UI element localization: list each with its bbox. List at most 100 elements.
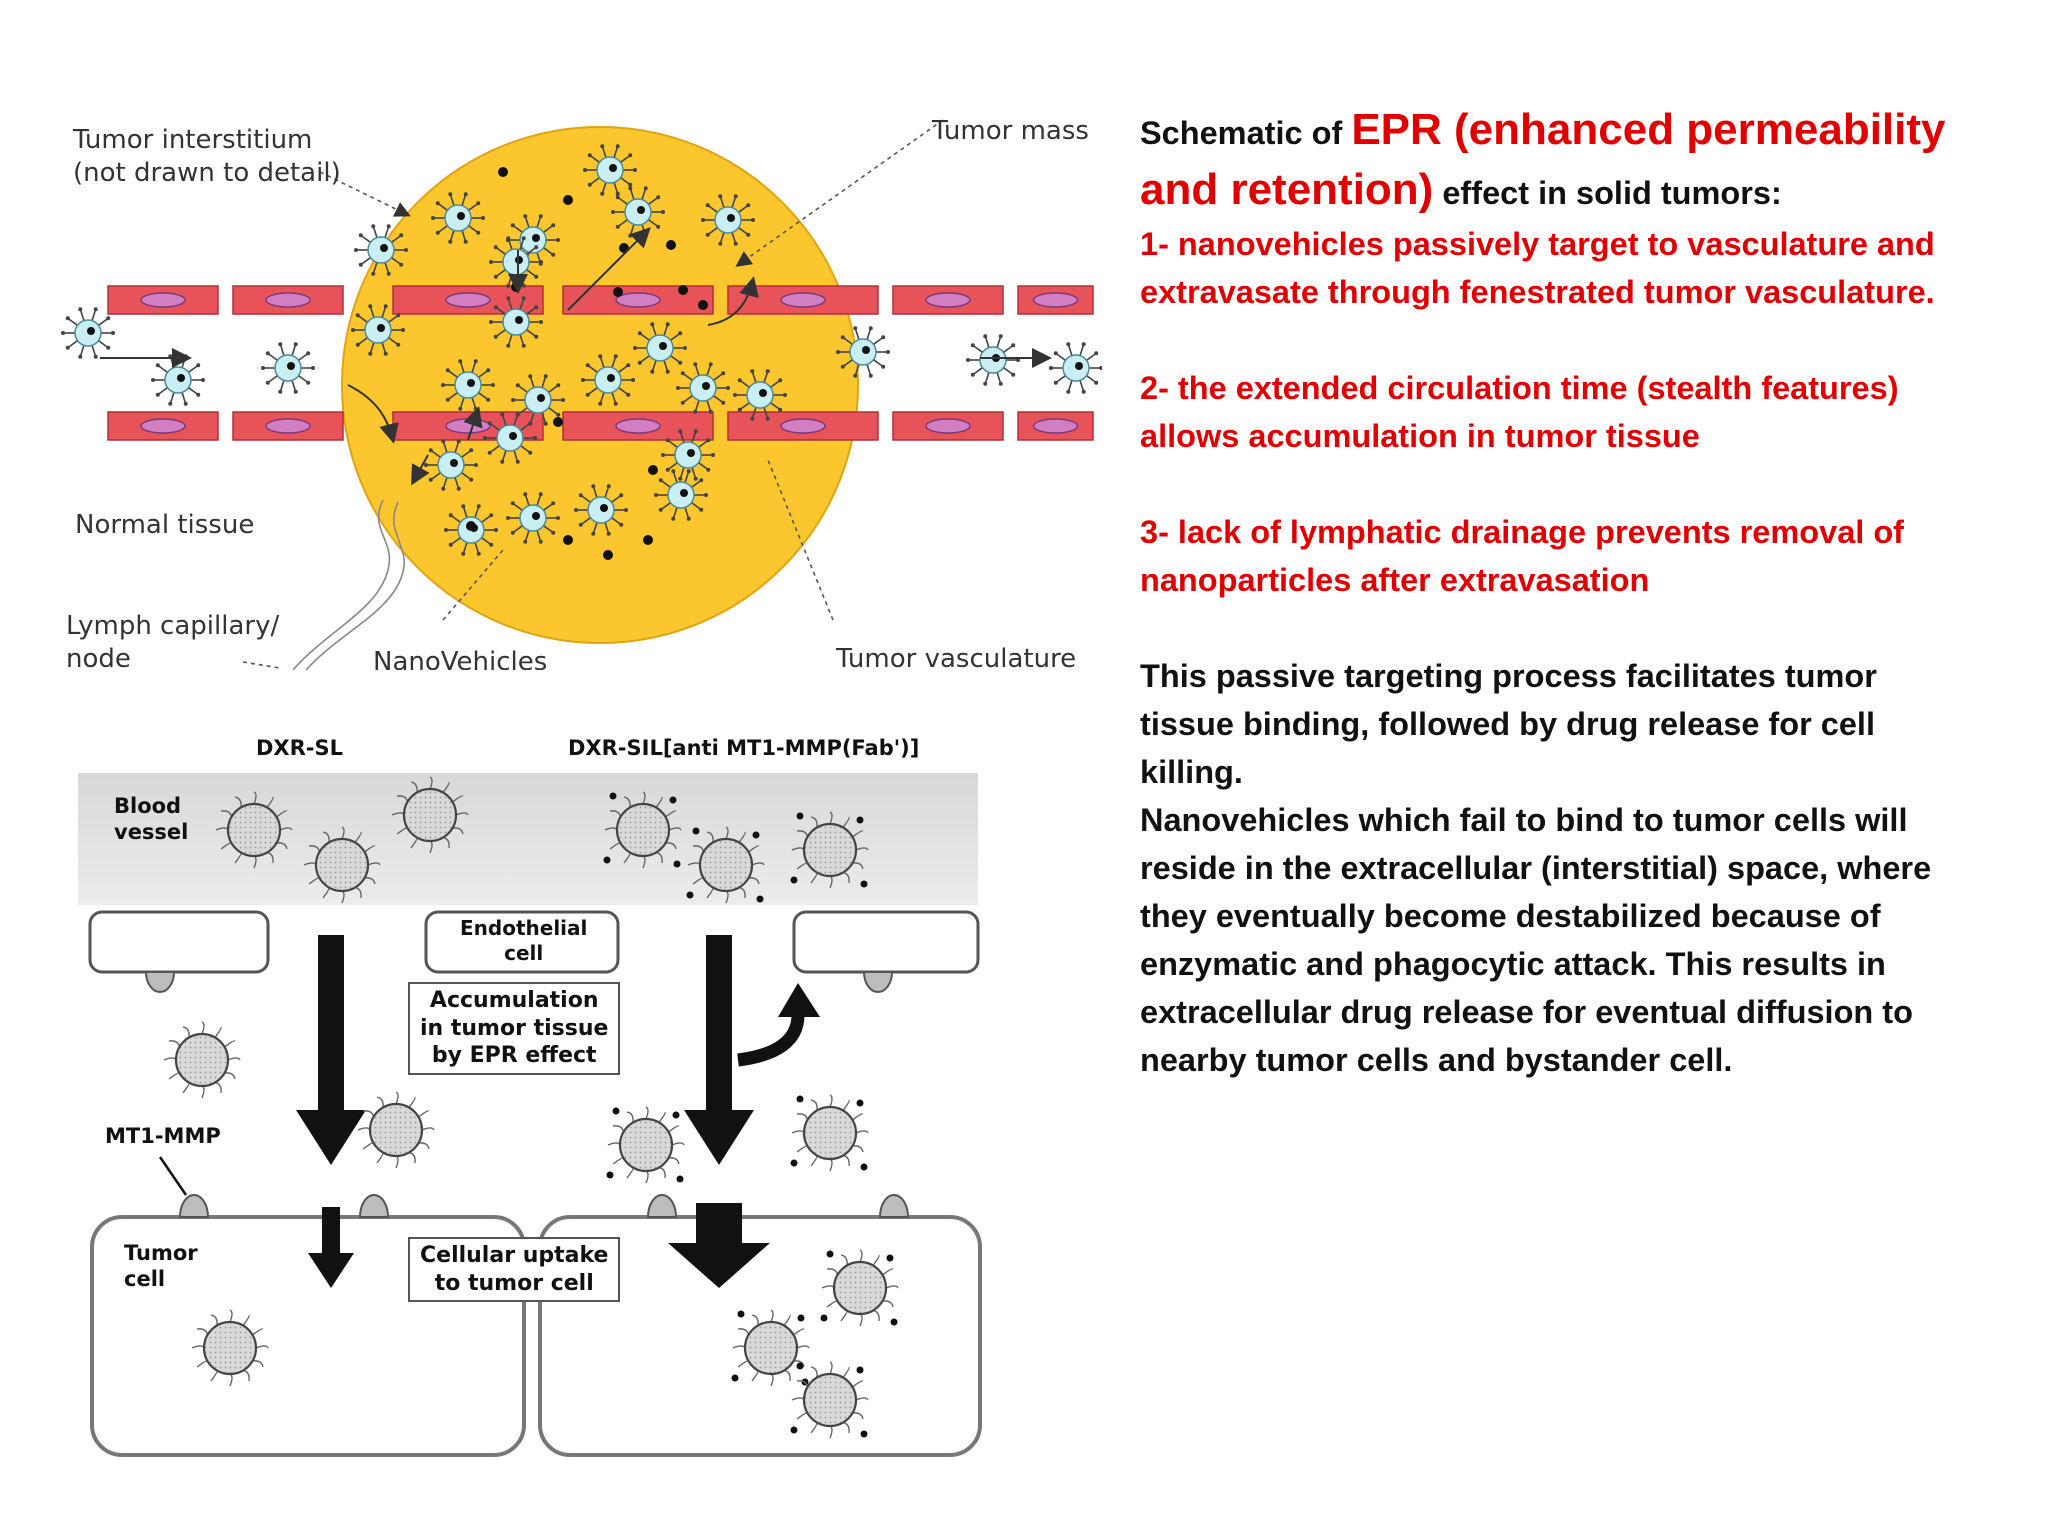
nanovehicle-tip <box>693 476 698 481</box>
peg-chain <box>266 796 274 808</box>
nanovehicle-tip <box>1081 342 1086 347</box>
nanovehicle-spike <box>599 391 606 404</box>
immunoliposome <box>790 1361 869 1439</box>
peg-chain <box>645 1170 649 1184</box>
nanovehicle-spike <box>617 386 628 395</box>
peg-chain <box>668 1157 680 1165</box>
nanovehicle-spike <box>169 391 176 404</box>
nanovehicle-core <box>377 324 385 332</box>
drug-dot <box>563 195 573 205</box>
nanovehicle-spike <box>603 486 610 499</box>
paragraph-passive-targeting: This passive targeting process facilitat… <box>1140 658 1877 790</box>
nanovehicle-spike <box>672 506 679 519</box>
nanovehicle-tip <box>598 354 603 359</box>
nanovehicle-spike <box>618 197 629 206</box>
peg-chain <box>810 1366 818 1378</box>
nanovehicle-core <box>537 394 545 402</box>
nanovehicle-tip <box>489 260 493 264</box>
nanovehicle-tip <box>778 378 783 383</box>
nanovehicle-spike <box>843 337 854 346</box>
nanovehicle-tip <box>551 223 556 228</box>
nanovehicle-tip <box>261 366 265 370</box>
nanovehicle-tip <box>1053 380 1058 385</box>
nanovehicle-tip <box>765 416 770 421</box>
nanovehicle-tip <box>493 305 498 310</box>
nanovehicle-spike <box>617 365 628 374</box>
nanovehicle-tip <box>671 516 676 521</box>
nanovehicle-tip <box>383 351 388 356</box>
nanovehicle-tip <box>521 236 526 241</box>
nanovehicle-tip <box>533 436 537 440</box>
nanovehicle-tip <box>711 453 715 457</box>
fab-fragment <box>737 1310 745 1318</box>
nanovehicle-spike <box>438 224 449 233</box>
nanovehicle-spike <box>525 307 536 316</box>
peg-chain <box>829 1361 833 1375</box>
immunoliposome <box>820 1249 899 1327</box>
nanovehicle-spike <box>730 196 737 209</box>
nanovehicle-spike <box>581 516 592 525</box>
nanovehicle-spike <box>984 336 991 349</box>
vessel-cell-nucleus <box>925 418 971 434</box>
nanovehicle-spike <box>460 450 471 459</box>
peg-chain <box>852 1380 864 1388</box>
nanovehicle-tip <box>521 283 526 288</box>
nanovehicle-spike <box>477 391 488 400</box>
nanovehicle-core <box>87 327 95 335</box>
label-tumor-mass: Tumor mass <box>932 116 1089 146</box>
nanovehicle-spike <box>380 341 387 354</box>
liposome-body <box>832 1260 888 1316</box>
nanovehicle-tip <box>515 412 520 417</box>
nanovehicle-tip <box>458 406 463 411</box>
nanovehicle-tip <box>543 421 548 426</box>
nanovehicle-spike <box>535 529 542 542</box>
fab-fragment <box>676 1175 684 1183</box>
nanovehicle-tip <box>265 380 270 385</box>
nanovehicle-tip <box>581 378 585 382</box>
nanovehicle-spike <box>984 371 991 384</box>
nanovehicle-spike <box>297 353 308 362</box>
nanovehicle-spike <box>513 225 524 234</box>
nanovehicle <box>654 469 708 521</box>
nanovehicle <box>61 307 115 359</box>
nanovehicle-tip <box>428 477 433 482</box>
label-dxr-sil: DXR-SIL[anti MT1-MMP(Fab')] <box>568 736 920 760</box>
vessel-endothelial-cell <box>1017 411 1094 441</box>
nanovehicle-tip <box>705 203 710 208</box>
nanovehicle-spike <box>762 371 769 384</box>
nanovehicle-core <box>515 316 523 324</box>
nanovehicle-tip <box>476 504 481 509</box>
nanovehicle-spike <box>470 396 477 409</box>
nanovehicle-spike <box>496 268 507 277</box>
nanovehicle-tip <box>515 383 520 388</box>
nanovehicle-core <box>687 449 695 457</box>
nanovehicle-tip <box>699 478 704 483</box>
nanovehicle <box>441 359 495 411</box>
nanovehicle-tip <box>355 313 360 318</box>
nanovehicle-spike <box>524 216 531 229</box>
label-mt1-mmp: MT1-MMP <box>105 1124 221 1148</box>
nanovehicle-tip <box>783 393 787 397</box>
drug-dot <box>643 535 653 545</box>
nanovehicle <box>151 354 205 406</box>
peg-chain <box>810 1099 818 1111</box>
nanovehicle-spike <box>297 374 308 383</box>
nanovehicle-spike <box>467 203 478 212</box>
nanovehicle-spike <box>529 376 536 389</box>
label-tumor-vasculature: Tumor vasculature <box>836 644 1077 670</box>
fab-fragment <box>890 1318 898 1326</box>
nanovehicle-spike <box>540 411 547 424</box>
nanovehicle-spike <box>737 226 748 235</box>
label-lymph-capillary: Lymph capillary/ node <box>66 611 280 670</box>
stealth-liposome <box>215 791 293 869</box>
nanovehicle-tip <box>881 335 886 340</box>
nanovehicle <box>836 326 890 378</box>
nanovehicle-tip <box>306 351 311 356</box>
nanovehicle-tip <box>746 232 751 237</box>
nanovehicle-tip <box>686 516 691 521</box>
fab-fragment <box>826 1250 834 1258</box>
immunoliposome <box>790 1094 869 1172</box>
label-endothelial-cell: Endothelial cell <box>460 916 588 965</box>
nanovehicle-tip <box>196 392 201 397</box>
nanovehicle-tip <box>678 331 683 336</box>
